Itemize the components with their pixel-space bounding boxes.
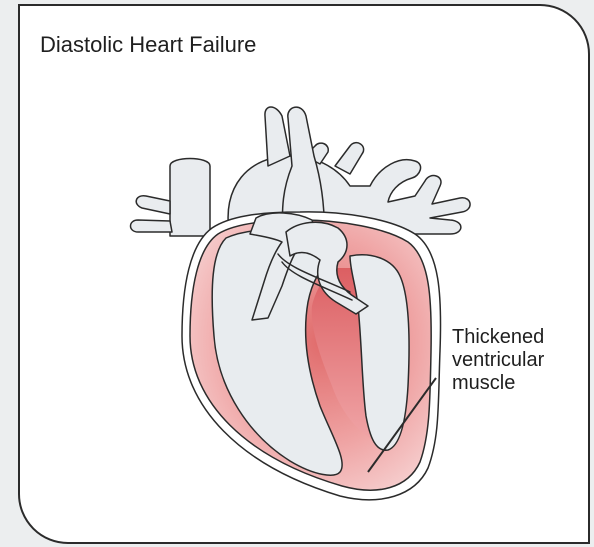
heart-illustration [20,6,590,544]
annotation-label: Thickened ventricular muscle [452,326,544,395]
annotation-line-2: ventricular [452,349,544,372]
annotation-line-3: muscle [452,372,544,395]
diagram-card: Diastolic Heart Failure [18,4,590,544]
superior-vena-cava [170,159,210,237]
subclavian-artery [335,143,364,174]
left-pulmonary-veins [131,196,173,232]
annotation-line-1: Thickened [452,326,544,349]
brachiocephalic-artery [265,107,290,166]
